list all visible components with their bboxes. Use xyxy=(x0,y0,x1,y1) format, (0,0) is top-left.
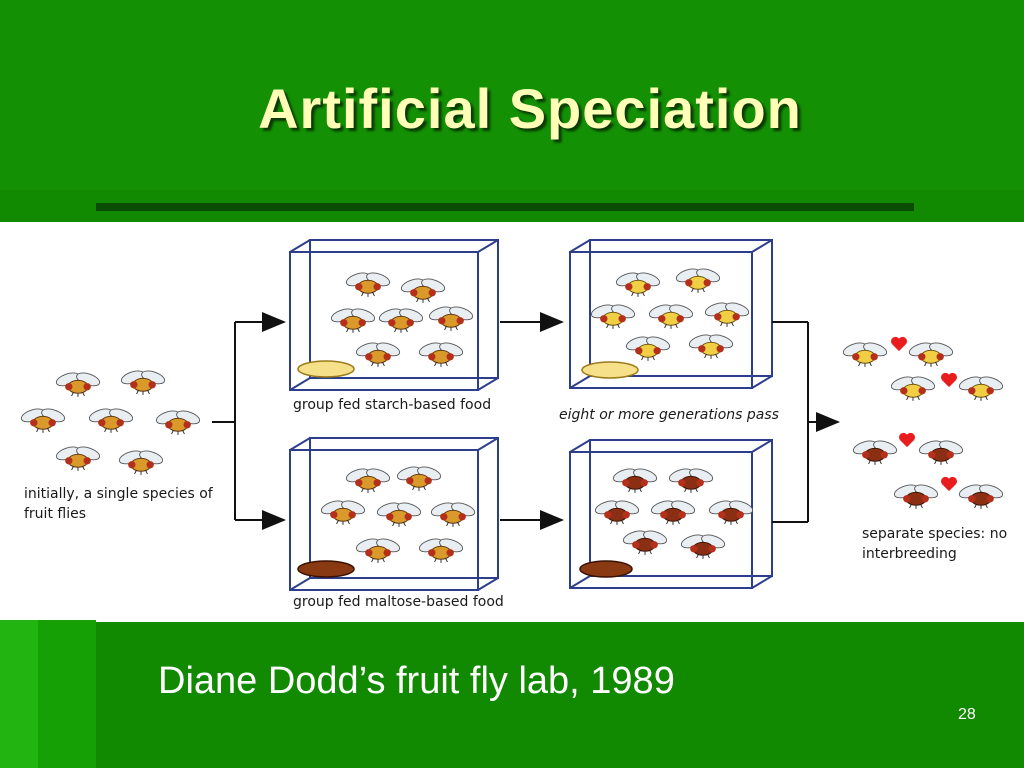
fruit-fly-icon xyxy=(958,374,1004,402)
fruit-fly-icon xyxy=(680,532,726,560)
result-flies xyxy=(842,336,1004,510)
fruit-fly-icon xyxy=(708,498,754,526)
fruit-fly-icon xyxy=(890,374,936,402)
fruit-fly-icon xyxy=(625,334,671,362)
fruit-fly-icon xyxy=(55,444,101,472)
fruit-fly-icon xyxy=(345,466,391,494)
tank-maltose-start xyxy=(289,437,499,591)
fruit-fly-icon xyxy=(55,370,101,398)
separate-species-label: separate species: no interbreeding xyxy=(862,526,1008,562)
generation-arrows xyxy=(500,312,564,530)
fruit-fly-icon xyxy=(155,408,201,436)
fruit-fly-icon xyxy=(376,500,422,528)
fruit-fly-icon xyxy=(320,498,366,526)
fruit-fly-icon xyxy=(430,500,476,528)
decorative-stripe xyxy=(38,620,96,768)
fruit-fly-icon xyxy=(615,270,661,298)
maltose-food-dish-icon xyxy=(297,560,355,578)
fruit-fly-icon xyxy=(428,304,474,332)
fruit-fly-icon xyxy=(648,302,694,330)
decorative-stripe xyxy=(0,620,38,768)
fruit-fly-icon xyxy=(418,536,464,564)
maltose-start-flies xyxy=(320,464,476,564)
fruit-fly-icon xyxy=(842,340,888,368)
merge-connector xyxy=(772,321,840,523)
fruit-fly-icon xyxy=(88,406,134,434)
maltose-group-label: group fed maltose-based food xyxy=(293,594,504,610)
starch-food-dish-icon xyxy=(581,361,639,379)
fruit-fly-icon xyxy=(418,340,464,368)
speciation-diagram: initially, a single species of fruit fli… xyxy=(0,222,1024,622)
diagram-graphics xyxy=(20,239,1004,591)
initial-flies xyxy=(20,368,201,476)
fruit-fly-icon xyxy=(688,332,734,360)
fruit-fly-icon xyxy=(918,438,964,466)
heart-icon xyxy=(941,372,957,388)
heart-icon xyxy=(891,336,907,352)
fruit-fly-icon xyxy=(622,528,668,556)
fruit-fly-icon xyxy=(675,266,721,294)
fruit-fly-icon xyxy=(400,276,446,304)
fruit-fly-icon xyxy=(668,466,714,494)
title-band xyxy=(0,0,1024,190)
slide-title: Artificial Speciation xyxy=(258,77,802,140)
fruit-fly-icon xyxy=(20,406,66,434)
fruit-fly-icon xyxy=(396,464,442,492)
maltose-food-dish-icon xyxy=(579,560,633,578)
fruit-fly-icon xyxy=(893,482,939,510)
generations-label: eight or more generations pass xyxy=(559,407,779,423)
heart-icon xyxy=(899,432,915,448)
fruit-fly-icon xyxy=(120,368,166,396)
heart-icon xyxy=(941,476,957,492)
fruit-fly-icon xyxy=(650,498,696,526)
starch-group-label: group fed starch-based food xyxy=(293,397,492,413)
fruit-fly-icon xyxy=(118,448,164,476)
fruit-fly-icon xyxy=(852,438,898,466)
fruit-fly-icon xyxy=(355,340,401,368)
fruit-fly-icon xyxy=(330,306,376,334)
fruit-fly-icon xyxy=(958,482,1004,510)
starch-start-flies xyxy=(330,270,474,368)
maltose-after-flies xyxy=(594,466,754,560)
initial-species-label: initially, a single species of fruit fli… xyxy=(24,486,213,522)
branch-connector xyxy=(212,312,286,530)
starch-after-flies xyxy=(590,266,750,362)
fruit-fly-icon xyxy=(355,536,401,564)
fruit-fly-icon xyxy=(704,300,750,328)
fruit-fly-icon xyxy=(594,498,640,526)
tank-starch-after xyxy=(569,239,773,389)
page-number: 28 xyxy=(958,706,976,723)
tank-starch-start xyxy=(289,239,499,391)
starch-food-dish-icon xyxy=(297,360,355,378)
fruit-fly-icon xyxy=(378,306,424,334)
fruit-fly-icon xyxy=(345,270,391,298)
fruit-fly-icon xyxy=(612,466,658,494)
fruit-fly-icon xyxy=(590,302,636,330)
slide-caption: Diane Dodd’s fruit fly lab, 1989 xyxy=(158,660,675,702)
tank-maltose-after xyxy=(569,439,773,589)
fruit-fly-icon xyxy=(908,340,954,368)
title-rule xyxy=(96,203,914,211)
